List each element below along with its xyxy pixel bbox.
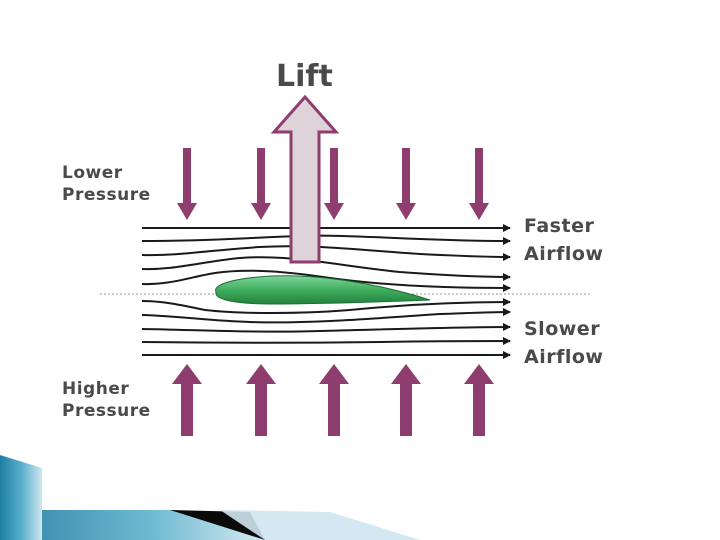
lower-pressure-label: Lower Pressure	[62, 162, 151, 206]
lower-pressure-line-2: Pressure	[62, 184, 151, 206]
arrow-down-icon	[469, 148, 489, 220]
slower-airflow-line-2: Airflow	[524, 343, 603, 371]
slower-airflow-line-1: Slower	[524, 315, 603, 343]
airfoil	[216, 276, 430, 304]
higher-pressure-arrows	[172, 364, 494, 436]
arrow-up-icon	[391, 364, 421, 436]
faster-airflow-line-2: Airflow	[524, 240, 603, 268]
higher-pressure-line-2: Pressure	[62, 400, 151, 422]
higher-pressure-label: Higher Pressure	[62, 378, 151, 422]
streamline	[142, 257, 510, 277]
lower-pressure-line-1: Lower	[62, 162, 151, 184]
arrow-down-icon	[251, 148, 271, 220]
streamline	[142, 341, 510, 343]
arrow-up-icon	[172, 364, 202, 436]
arrow-up-icon	[319, 364, 349, 436]
arrow-down-icon	[396, 148, 416, 220]
streamline	[142, 246, 510, 257]
faster-airflow-label: Faster Airflow	[524, 212, 603, 268]
faster-airflow-line-1: Faster	[524, 212, 603, 240]
arrow-up-icon	[246, 364, 276, 436]
slide-corner-decoration	[0, 455, 420, 540]
lower-pressure-arrows	[177, 148, 489, 220]
arrow-up-icon	[464, 364, 494, 436]
diagram-title: Lift	[276, 60, 333, 94]
slower-airflow-label: Slower Airflow	[524, 315, 603, 371]
arrow-down-icon	[177, 148, 197, 220]
streamline	[142, 236, 510, 241]
higher-pressure-line-1: Higher	[62, 378, 151, 400]
streamline	[142, 312, 510, 322]
streamline	[142, 327, 510, 332]
arrow-down-icon	[324, 148, 344, 220]
